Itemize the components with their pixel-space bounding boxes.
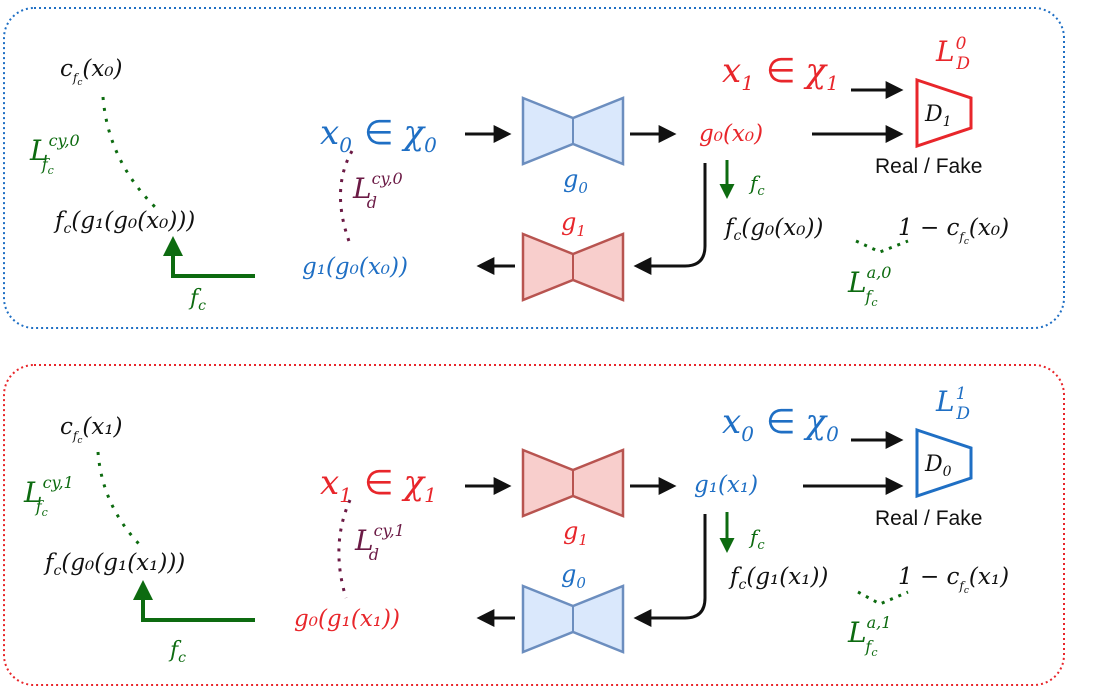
bottom-generator-back-label: g0 [561, 560, 586, 592]
top-cfc: cfc(x₀) [60, 56, 123, 88]
top-fc-down-label: fc [748, 171, 765, 199]
bottom-loss-cyf-dots [96, 451, 142, 547]
bottom-real-label: x0∈χ0 [722, 402, 839, 446]
bottom-fc-cycle-arrow-label: fc [168, 638, 186, 666]
top-generator-back-label: g1 [561, 208, 586, 240]
bottom-generator-forward-label: g1 [563, 517, 588, 549]
bottom-input-label: x1∈χ1 [320, 463, 437, 507]
top-loss-cyd-dots [339, 150, 354, 245]
bottom-fc-cycle: fc(g₀(g₁(x₁))) [43, 550, 185, 579]
bottom-recon: g₀(g₁(x₁)) [294, 606, 400, 632]
top-real-fake-label: Real / Fake [875, 155, 982, 178]
top-fc-output: fc(g₀(x₀)) [723, 215, 823, 244]
top-fc-cycle-arrow-label: fc [188, 286, 206, 314]
bottom-return-path [633, 514, 707, 627]
bottom-loss-a-dots [857, 590, 909, 606]
top-generator-forward-label: g0 [563, 165, 588, 197]
bottom-fc-cycle-arrow [133, 580, 255, 622]
top-return-path [633, 163, 707, 275]
bottom-loss-cyd-dots [337, 499, 352, 599]
bottom-fc-output: fc(g₁(x₁)) [728, 564, 828, 593]
top-fc-cycle: fc(g₁(g₀(x₀))) [53, 208, 195, 237]
bottom-discriminator-label: D0 [924, 452, 952, 480]
bottom-real-fake-label: Real / Fake [875, 507, 982, 530]
bottom-fc-down-label: fc [748, 525, 765, 553]
top-input-label: x0∈χ0 [320, 113, 437, 157]
top-fc-cycle-arrow [163, 236, 255, 278]
top-panel-frame [3, 7, 1065, 329]
bottom-gen-output: g₁(x₁) [694, 472, 758, 498]
bottom-one-minus-cfc: 1 − cfc(x₁) [898, 564, 1009, 596]
top-recon: g₁(g₀(x₀)) [302, 254, 408, 280]
bottom-panel-frame [3, 364, 1065, 686]
top-discriminator-label: D1 [924, 102, 952, 130]
top-gen-output: g₀(x₀) [699, 121, 763, 147]
top-discriminator [915, 77, 973, 149]
top-real-label: x1∈χ1 [722, 51, 839, 95]
bottom-cfc: cfc(x₁) [60, 414, 123, 446]
top-loss-a-dots [855, 239, 909, 254]
top-loss-cyf-dots [101, 96, 157, 209]
bottom-discriminator [915, 427, 973, 499]
top-one-minus-cfc: 1 − cfc(x₀) [898, 215, 1009, 247]
